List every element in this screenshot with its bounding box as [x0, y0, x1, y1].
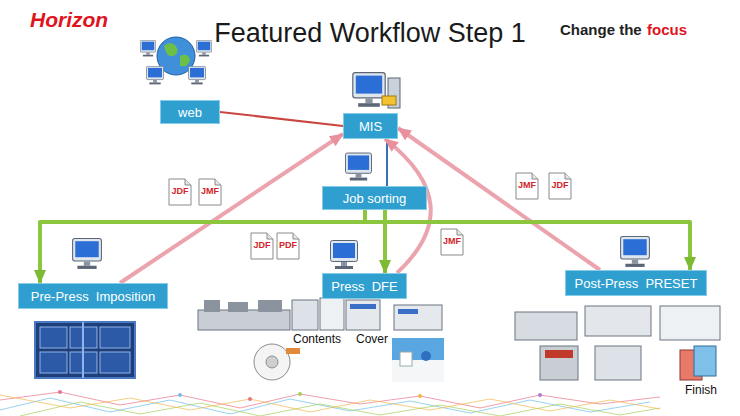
flow-connector	[120, 134, 343, 283]
flow-connector	[386, 139, 388, 186]
jdf-icon-label: JDF	[168, 187, 192, 197]
flow-connector	[383, 210, 387, 273]
logo-text: Horizon	[30, 8, 108, 31]
web-box: web	[160, 100, 220, 124]
press-box: Press DFE	[322, 273, 407, 299]
jdf-icon-label: JDF	[548, 181, 572, 191]
jdf-icon-label: JDF	[250, 241, 274, 251]
node-text: Pre-Press Imposition	[31, 289, 155, 304]
postpress-box: Post-Press PRESET	[565, 270, 707, 296]
pdf-icon-label: PDF	[276, 241, 300, 251]
node-text: MIS	[359, 119, 382, 134]
node-text: Press DFE	[331, 279, 397, 294]
flow-connector	[220, 112, 343, 126]
caption-text: Contents	[293, 333, 341, 346]
caption-text: Cover	[356, 333, 388, 346]
mis-box: MIS	[343, 113, 398, 139]
jmf-icon-label: JMF	[198, 187, 222, 197]
slogan-accent: focus	[647, 22, 687, 39]
jmf-icon-label: JMF	[440, 237, 464, 247]
slogan-text: Change the	[560, 22, 642, 39]
flow-connector	[40, 210, 365, 283]
prepress-box: Pre-Press Imposition	[18, 283, 168, 309]
caption-text: Finish	[683, 384, 719, 397]
flow-connector	[398, 128, 600, 270]
jmf-icon-label: JMF	[515, 181, 539, 191]
node-text: web	[178, 105, 202, 120]
flow-connector	[365, 210, 690, 270]
job-sorting-box: Job sorting	[322, 186, 427, 210]
node-text: Job sorting	[343, 191, 407, 206]
node-text: Post-Press PRESET	[575, 276, 698, 291]
